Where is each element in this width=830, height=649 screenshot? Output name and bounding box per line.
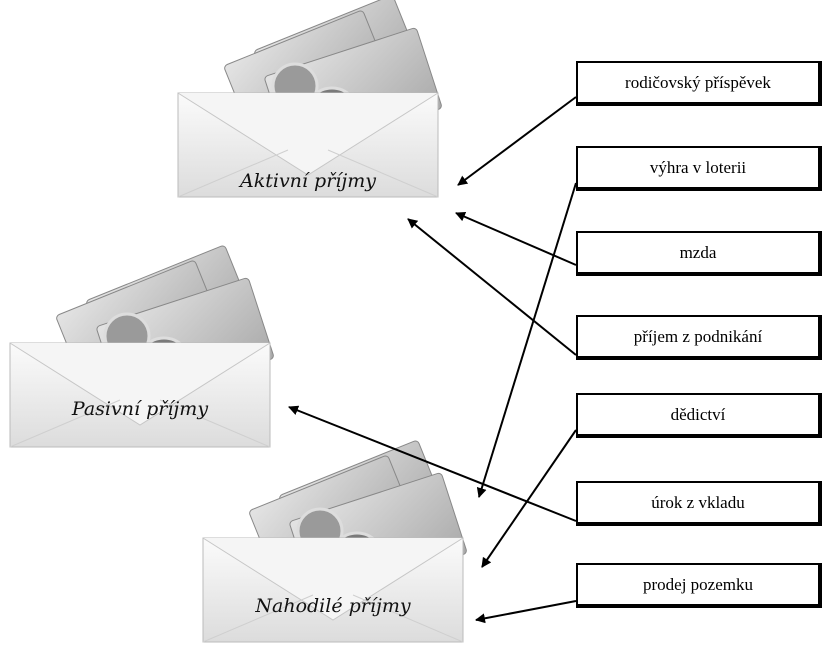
arrow-rodicovsky (457, 96, 577, 186)
item-box-prijem: příjem z podnikání (576, 315, 822, 360)
arrow-urok (288, 405, 577, 522)
item-box-urok: úrok z vkladu (576, 481, 822, 526)
envelope-aktivni: $ Aktivní příjmy (177, 0, 442, 198)
item-box-vyhra: výhra v loterii (576, 146, 822, 191)
item-box-dedictvi: dědictví (576, 393, 822, 438)
envelope-pasivni: $ Pasivní příjmy (9, 245, 274, 448)
envelope-nahodile: $ Nahodilé příjmy (202, 440, 467, 643)
item-box-rodicovsky: rodičovský příspěvek (576, 61, 822, 106)
arrow-vyhra (476, 182, 577, 498)
item-box-mzda: mzda (576, 231, 822, 276)
arrow-mzda (455, 211, 577, 266)
arrows (288, 96, 577, 624)
item-box-prodej: prodej pozemku (576, 563, 822, 608)
arrow-dedictvi (481, 429, 577, 568)
envelope-label: Aktivní příjmy (238, 170, 376, 192)
envelope-label: Nahodilé příjmy (254, 595, 410, 617)
arrow-prodej (475, 600, 577, 624)
envelope-label: Pasivní příjmy (71, 398, 208, 420)
arrow-prijem (407, 218, 577, 356)
